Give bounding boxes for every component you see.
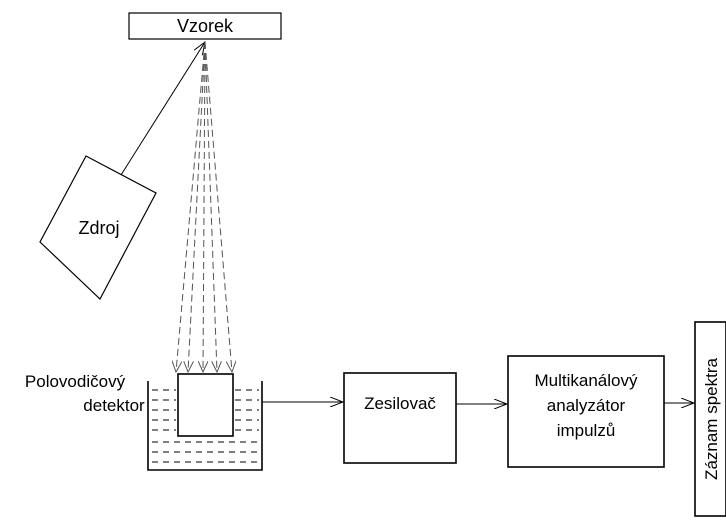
ray-1: [176, 41, 206, 372]
analyzer-box: Multikanálový analyzátor impulzů: [507, 355, 665, 468]
amplifier-box: Zesilovač: [343, 372, 457, 464]
analyzer-label-line1: Multikanálový: [535, 371, 638, 390]
detector-crystal: [177, 373, 234, 437]
secondary-radiation-rays: [176, 41, 232, 372]
ray-4: [204, 41, 217, 372]
detector-label-line1: Polovodičový: [25, 372, 126, 391]
sample-box: Vzorek: [128, 12, 282, 40]
analyzer-label-line3: impulzů: [557, 421, 616, 440]
detector-label-line2: detektor: [83, 396, 145, 415]
recording-label: Záznam spektra: [702, 358, 721, 480]
detector-dewar: [147, 373, 263, 471]
ray-5: [204, 41, 232, 372]
recording-box: Záznam spektra: [694, 321, 726, 517]
ray-3: [203, 41, 205, 372]
amplifier-label: Zesilovač: [364, 394, 436, 413]
primary-beam-arrow: [120, 42, 205, 176]
ray-2: [188, 41, 206, 372]
analyzer-label-line2: analyzátor: [547, 396, 626, 415]
source-label: Zdroj: [78, 218, 119, 238]
coolant-liquid: [152, 389, 259, 463]
source-box: Zdroj: [39, 155, 157, 300]
sample-label: Vzorek: [177, 16, 234, 36]
